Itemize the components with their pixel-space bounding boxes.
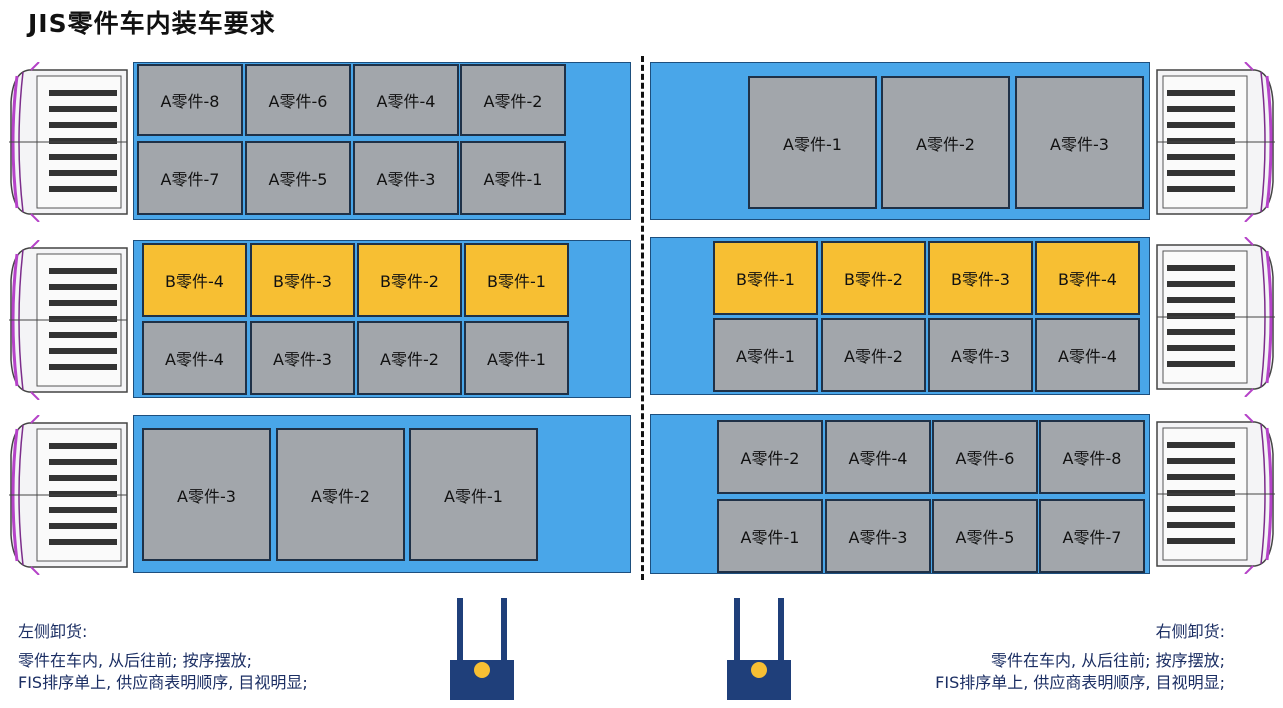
part-box: A零件-2 [357, 321, 462, 395]
right-unload-note: 右侧卸货: 零件在车内, 从后往前; 按序摆放; FIS排序单上, 供应商表明顺… [935, 621, 1225, 694]
part-box: A零件-6 [932, 420, 1038, 494]
part-box: A零件-2 [821, 318, 926, 392]
part-box: A零件-1 [460, 141, 566, 215]
part-box: A零件-2 [717, 420, 823, 494]
right-unload-line2: FIS排序单上, 供应商表明顺序, 目视明显; [935, 673, 1225, 692]
part-box: A零件-3 [1015, 76, 1144, 209]
part-box: A零件-7 [1039, 499, 1145, 573]
part-box: A零件-3 [353, 141, 459, 215]
part-box: A零件-3 [825, 499, 931, 573]
part-box: A零件-3 [928, 318, 1033, 392]
left-unload-heading: 左侧卸货: [18, 622, 88, 641]
center-divider [641, 56, 644, 580]
forklift-icon [450, 598, 514, 700]
left-unload-line2: FIS排序单上, 供应商表明顺序, 目视明显; [18, 673, 308, 692]
truck-cab-icon [1155, 237, 1277, 397]
forklift-icon [727, 598, 791, 700]
part-box-b: B零件-2 [821, 241, 926, 315]
part-box: A零件-8 [137, 64, 243, 136]
truck-cab-icon [7, 240, 129, 400]
part-box-b: B零件-3 [928, 241, 1033, 315]
part-box-b: B零件-4 [1035, 241, 1140, 315]
part-box: A零件-3 [142, 428, 271, 561]
part-box-b: B零件-1 [464, 243, 569, 317]
part-box: A零件-1 [748, 76, 877, 209]
right-unload-heading: 右侧卸货: [1155, 622, 1225, 641]
part-box-b: B零件-2 [357, 243, 462, 317]
part-box: A零件-6 [245, 64, 351, 136]
part-box: A零件-4 [825, 420, 931, 494]
truck-cab-icon [1155, 414, 1277, 574]
part-box: A零件-3 [250, 321, 355, 395]
part-box: A零件-2 [276, 428, 405, 561]
left-unload-note: 左侧卸货: 零件在车内, 从后往前; 按序摆放; FIS排序单上, 供应商表明顺… [18, 621, 308, 694]
part-box: A零件-8 [1039, 420, 1145, 494]
part-box: A零件-7 [137, 141, 243, 215]
part-box: A零件-1 [464, 321, 569, 395]
part-box: A零件-5 [932, 499, 1038, 573]
part-box: A零件-2 [881, 76, 1010, 209]
part-box: A零件-4 [142, 321, 247, 395]
part-box: A零件-5 [245, 141, 351, 215]
truck-cab-icon [1155, 62, 1277, 222]
page-title: JIS零件车内装车要求 [28, 9, 276, 38]
left-unload-line1: 零件在车内, 从后往前; 按序摆放; [18, 651, 253, 670]
truck-cab-icon [7, 62, 129, 222]
right-unload-line1: 零件在车内, 从后往前; 按序摆放; [990, 651, 1225, 670]
part-box-b: B零件-3 [250, 243, 355, 317]
part-box: A零件-4 [1035, 318, 1140, 392]
part-box: A零件-1 [409, 428, 538, 561]
part-box-b: B零件-1 [713, 241, 818, 315]
part-box: A零件-1 [717, 499, 823, 573]
part-box-b: B零件-4 [142, 243, 247, 317]
truck-cab-icon [7, 415, 129, 575]
part-box: A零件-2 [460, 64, 566, 136]
part-box: A零件-1 [713, 318, 818, 392]
part-box: A零件-4 [353, 64, 459, 136]
